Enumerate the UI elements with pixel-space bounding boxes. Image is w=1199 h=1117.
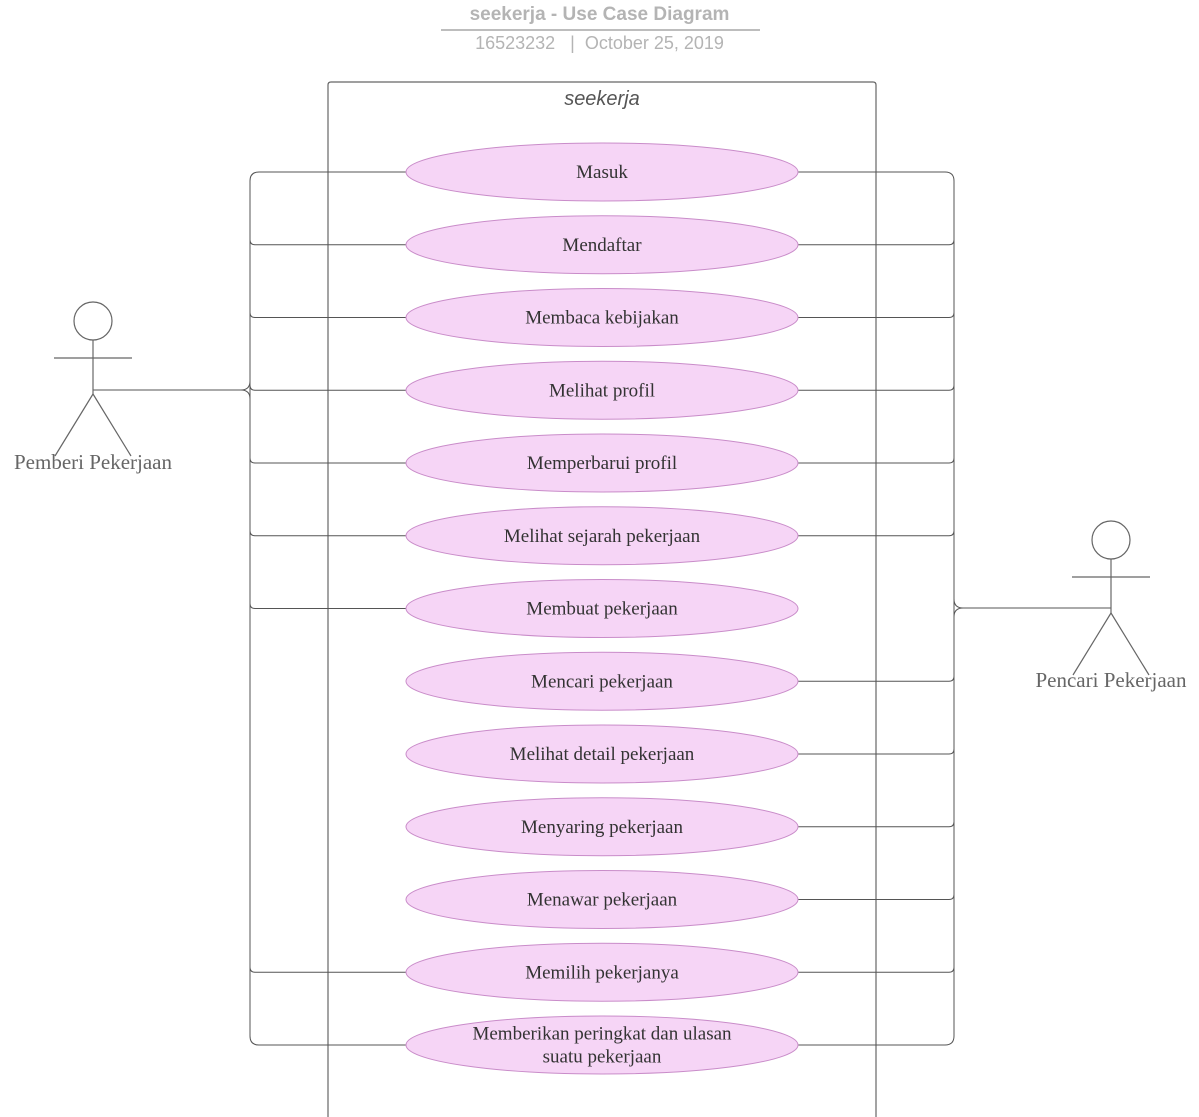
use-case-ellipse — [405, 288, 799, 347]
use-case: Membuat pekerjaan — [405, 579, 799, 638]
use-case-ellipse — [405, 360, 799, 420]
use-case: Mendaftar — [405, 215, 799, 275]
use-case: Mencari pekerjaan — [405, 651, 799, 711]
use-case: Menawar pekerjaan — [405, 870, 799, 929]
use-case-ellipse — [405, 1015, 799, 1075]
use-case-label: suatu pekerjaan — [543, 1047, 662, 1068]
association-line — [798, 530, 955, 537]
association-line — [798, 312, 955, 318]
use-case-ellipse — [405, 651, 799, 711]
title-underline — [441, 29, 760, 31]
use-case-label: Melihat profil — [549, 380, 655, 401]
use-case-ellipse — [405, 724, 799, 784]
use-case-label: Menawar pekerjaan — [527, 890, 678, 911]
use-case-ellipse — [405, 142, 799, 202]
association-line — [249, 967, 406, 973]
use-case: Memilih pekerjanya — [405, 942, 799, 1002]
use-case-label: Memperbarui profil — [527, 453, 677, 474]
use-case: Masuk — [405, 142, 799, 202]
actor-link — [953, 598, 1111, 618]
actor-head — [73, 301, 113, 341]
use-case-ellipse — [405, 942, 799, 1002]
association-line — [798, 821, 955, 828]
actor-leg-right — [92, 393, 132, 457]
use-case-label: Masuk — [576, 162, 628, 183]
actor-leg-left — [54, 393, 94, 457]
association-line — [249, 385, 406, 391]
association-line — [798, 894, 955, 900]
diagram-subtitle: 16523232 | October 25, 2019 — [475, 33, 724, 53]
use-case-label: Menyaring pekerjaan — [521, 817, 683, 838]
association-line — [798, 748, 955, 755]
diagram-title: seekerja - Use Case Diagram — [469, 4, 730, 25]
use-case: Melihat detail pekerjaan — [405, 724, 799, 784]
use-case-label: Membuat pekerjaan — [526, 599, 678, 620]
system-boundary — [327, 81, 877, 1117]
actor-leg-left — [1072, 612, 1112, 676]
association-line — [798, 239, 955, 246]
association-line — [798, 676, 955, 682]
use-case: Melihat sejarah pekerjaan — [405, 506, 799, 566]
actor-head — [1091, 520, 1131, 560]
actor-pemberi: Pemberi Pekerjaan — [14, 301, 173, 474]
use-case-label: Melihat sejarah pekerjaan — [504, 526, 701, 547]
association-line — [249, 1035, 406, 1046]
use-case-label: Memilih pekerjanya — [525, 962, 679, 983]
association-line — [798, 385, 955, 391]
use-case-label: Memberikan peringkat dan ulasan — [472, 1024, 732, 1045]
association-line — [249, 457, 406, 464]
use-case: Membaca kebijakan — [405, 288, 799, 347]
actor-label: Pemberi Pekerjaan — [14, 450, 173, 474]
association-line — [798, 457, 955, 464]
actor-label: Pencari Pekerjaan — [1035, 668, 1187, 692]
system-name: seekerja — [564, 88, 640, 110]
use-case-label: Mendaftar — [562, 235, 642, 256]
association-line — [249, 312, 406, 318]
use-case-label: Membaca kebijakan — [525, 308, 679, 329]
actor-pencari: Pencari Pekerjaan — [1035, 520, 1187, 692]
association-line — [249, 603, 406, 609]
use-case: Melihat profil — [405, 360, 799, 420]
use-case-ellipse — [405, 506, 799, 566]
use-case-ellipse — [405, 433, 799, 493]
association-line — [798, 967, 955, 973]
use-case: Menyaring pekerjaan — [405, 797, 799, 857]
association-line — [249, 530, 406, 537]
use-case-ellipse — [405, 797, 799, 857]
use-case-label: Melihat detail pekerjaan — [510, 744, 695, 765]
association-line — [249, 171, 406, 182]
association-line — [249, 239, 406, 246]
use-case-ellipse — [405, 579, 799, 638]
use-case-label: Mencari pekerjaan — [531, 671, 673, 692]
use-case-ellipse — [405, 215, 799, 275]
association-line — [798, 1035, 955, 1046]
association-line — [798, 171, 955, 182]
use-case: Memperbarui profil — [405, 433, 799, 493]
actor-leg-right — [1110, 612, 1150, 676]
actor-link — [93, 380, 251, 400]
use-case-ellipse — [405, 870, 799, 929]
